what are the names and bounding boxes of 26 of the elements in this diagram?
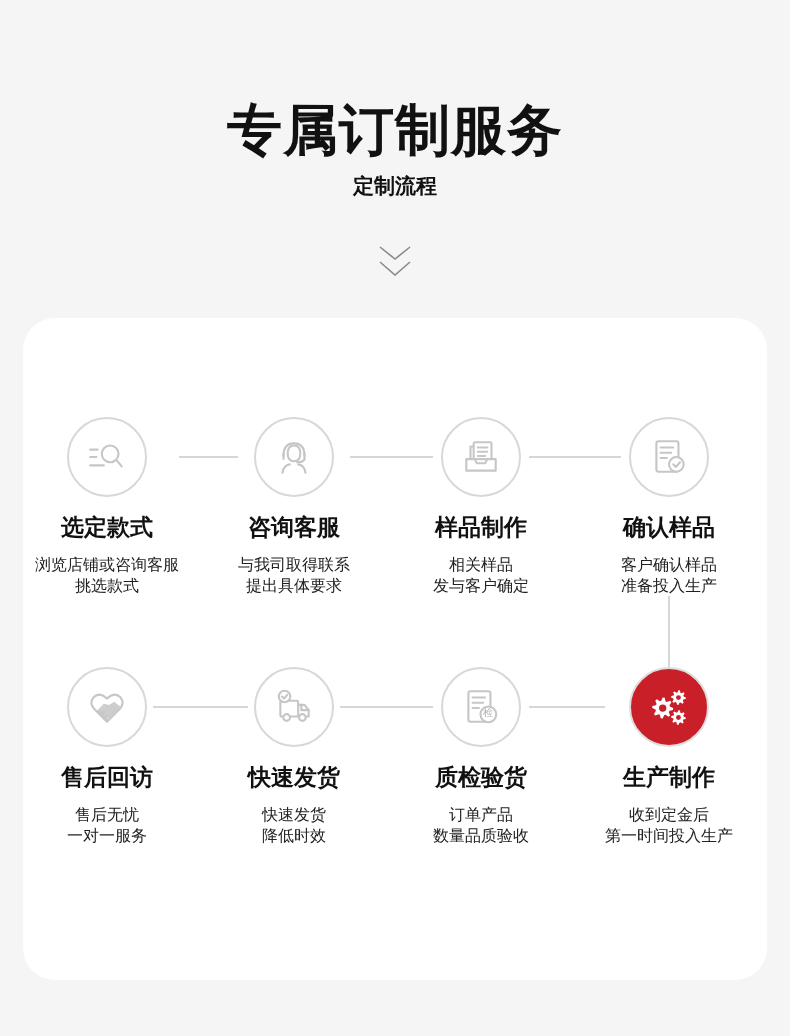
step-title: 售后回访 <box>61 763 153 792</box>
connector-line <box>339 706 434 708</box>
step-title: 快速发货 <box>248 763 340 792</box>
step-description: 快速发货降低时效 <box>262 805 326 846</box>
step-title: 生产制作 <box>623 763 715 792</box>
connector-line <box>528 706 606 708</box>
connector-line <box>152 706 249 708</box>
step-description: 相关样品发与客户确定 <box>433 555 529 596</box>
step-description: 浏览店铺或咨询客服挑选款式 <box>35 555 179 596</box>
subtitle: 定制流程 <box>353 173 437 199</box>
connector-line <box>349 456 434 458</box>
step-title: 确认样品 <box>623 513 715 542</box>
step-description: 客户确认样品准备投入生产 <box>621 555 717 596</box>
step-title: 质检验货 <box>435 763 527 792</box>
step-description: 订单产品数量品质验收 <box>433 805 529 846</box>
stamp-character: 检 <box>483 708 493 718</box>
step-title: 样品制作 <box>435 513 527 542</box>
page-title: 专属订制服务 <box>226 98 564 163</box>
step-title: 咨询客服 <box>248 513 340 542</box>
step-title: 选定款式 <box>61 513 153 542</box>
step-description: 收到定金后第一时间投入生产 <box>605 805 733 846</box>
connector-line <box>528 456 622 458</box>
connector-line <box>178 456 239 458</box>
step-description: 与我司取得联系提出具体要求 <box>238 555 350 596</box>
connector-line <box>668 595 670 668</box>
step-description: 售后无忧一对一服务 <box>67 805 147 846</box>
